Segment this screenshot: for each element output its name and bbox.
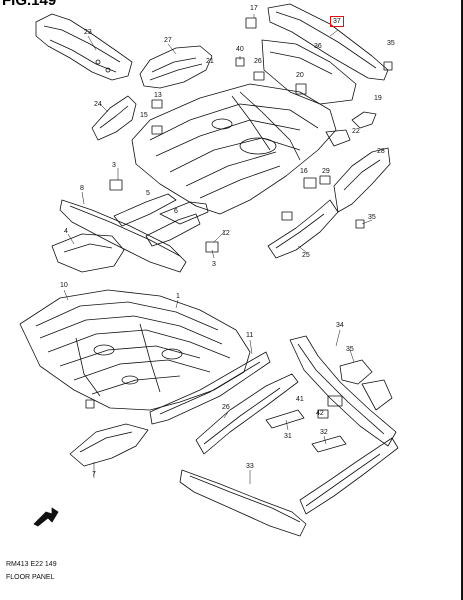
part-26-member [195, 373, 347, 455]
callout-31: 31 [284, 433, 292, 440]
part-33-rail [179, 437, 399, 537]
callout-34: 34 [336, 322, 344, 329]
callout-37-highlighted: 37 [330, 16, 344, 27]
callout-28: 28 [377, 148, 385, 155]
callout-10: 10 [60, 282, 68, 289]
part-34-frame [289, 335, 397, 447]
callout-26-lower: 26 [222, 404, 230, 411]
part-8-cross-member [59, 193, 209, 273]
callout-26: 26 [254, 58, 262, 65]
figure-title: FIG.149 [2, 0, 57, 9]
callout-11: 11 [246, 332, 254, 339]
callout-5: 5 [146, 190, 150, 197]
callout-33: 33 [246, 463, 254, 470]
leader-lines [63, 14, 373, 484]
callout-17: 17 [250, 5, 258, 12]
callout-13: 13 [154, 92, 162, 99]
callout-21: 21 [206, 58, 214, 65]
forward-arrow-icon [33, 507, 59, 527]
callout-7: 7 [92, 471, 96, 478]
callout-6: 6 [174, 208, 178, 215]
part-7-bracket [69, 399, 149, 467]
callout-23: 23 [84, 29, 92, 36]
callout-16: 16 [300, 168, 308, 175]
callout-36: 36 [314, 43, 322, 50]
callout-35-mid: 35 [368, 214, 376, 221]
callout-3-lower: 3 [212, 261, 216, 268]
part-28-side-member [267, 147, 391, 259]
callout-12: 12 [222, 230, 230, 237]
part-27-insulator [139, 45, 213, 89]
callout-22: 22 [352, 128, 360, 135]
part-37-cross-member [261, 3, 389, 105]
callout-32: 32 [320, 429, 328, 436]
small-fasteners [109, 17, 393, 253]
callout-29: 29 [322, 168, 330, 175]
front-floor-panel [19, 289, 251, 411]
part-23-rear-member [35, 13, 133, 81]
rear-floor-panel [131, 83, 337, 215]
figure-code: RM413 E22 149 [6, 561, 57, 568]
callout-25: 25 [302, 252, 310, 259]
callout-27: 27 [164, 37, 172, 44]
part-11-sill [149, 351, 271, 425]
callout-20: 20 [296, 72, 304, 79]
callout-4: 4 [64, 228, 68, 235]
page-edge [461, 0, 463, 600]
callout-41: 41 [296, 396, 304, 403]
part-4-bracket [51, 233, 125, 273]
part-24-bracket [91, 95, 137, 141]
callout-24: 24 [94, 101, 102, 108]
callout-42: 42 [316, 410, 324, 417]
callout-1: 1 [176, 293, 180, 300]
figure-caption: FLOOR PANEL [6, 574, 55, 581]
callout-35-lower: 35 [346, 346, 354, 353]
callout-19: 19 [374, 95, 382, 102]
callout-35-top: 35 [387, 40, 395, 47]
callout-15: 15 [140, 112, 148, 119]
callout-40: 40 [236, 46, 244, 53]
part-22-bracket [325, 111, 377, 147]
callout-8: 8 [80, 185, 84, 192]
callout-3-upper: 3 [112, 162, 116, 169]
